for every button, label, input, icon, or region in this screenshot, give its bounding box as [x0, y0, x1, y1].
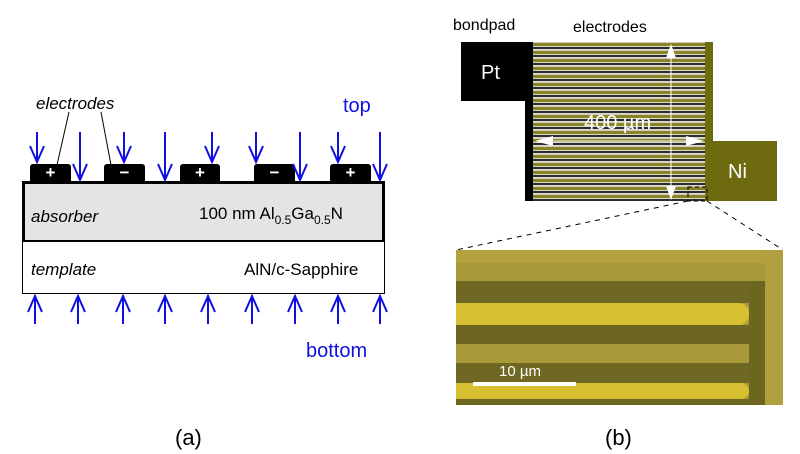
mg-band [456, 250, 766, 263]
electrode-3: + [180, 164, 220, 181]
absorber-material-prefix: 100 nm Al [199, 204, 275, 223]
arrow-up-icon [157, 293, 173, 324]
caption-a: (a) [175, 425, 202, 450]
mg-band [456, 344, 766, 363]
bondpad-label: bondpad [453, 17, 516, 34]
absorber-sub-2: 0.5 [313, 213, 331, 227]
absorber-material-mid: Ga [291, 204, 314, 223]
absorber-layer: absorber 100 nm Al0.5Ga0.5N [22, 181, 385, 242]
zoom-region-box [687, 186, 708, 202]
arrow-down-icon [372, 132, 388, 183]
arrow-down-icon [330, 132, 346, 165]
electrode-1: + [30, 164, 71, 181]
arrow-up-icon [115, 293, 131, 324]
zoom-projection-right [706, 200, 784, 251]
electrodes-label-b: electrodes [573, 19, 647, 36]
arrow-down-icon [157, 132, 173, 183]
mg-dark-gap [456, 363, 766, 383]
electrode-4: − [254, 164, 295, 181]
pt-label: Pt [481, 62, 500, 84]
dimension-label: 400 µm [584, 112, 652, 134]
arrowhead-right-icon [686, 136, 704, 146]
arrow-up-icon [200, 293, 216, 324]
arrow-down-icon [29, 132, 45, 165]
pt-bondpad: Pt [461, 42, 533, 101]
arrow-down-icon [204, 132, 220, 165]
ni-label: Ni [728, 161, 747, 183]
template-layer: template AlN/c-Sapphire [22, 242, 385, 294]
zoom-projection-left [455, 200, 689, 251]
mg-bus [765, 250, 783, 405]
mg-dark-gap-right [749, 281, 765, 405]
mg-band [456, 263, 766, 281]
ni-bondpad: Ni [713, 141, 777, 201]
arrow-up-icon [70, 293, 86, 324]
absorber-material: 100 nm Al0.5Ga0.5N [199, 204, 343, 226]
absorber-label: absorber [31, 207, 99, 226]
mg-dark-gap [456, 281, 766, 303]
ni-bus [705, 42, 713, 201]
arrow-down-icon [248, 132, 264, 165]
absorber-material-suffix: N [330, 204, 343, 223]
scale-bar-label: 10 µm [499, 363, 541, 380]
scale-bar [473, 382, 576, 386]
arrow-up-icon [330, 293, 346, 324]
interdigitated-fingers [533, 42, 705, 201]
arrow-down-icon [72, 132, 88, 183]
arrowhead-left-icon [535, 136, 553, 146]
mg-finger-bright [456, 303, 749, 325]
arrow-up-icon [244, 293, 260, 324]
template-material: AlN/c-Sapphire [244, 260, 359, 279]
top-label: top [343, 95, 371, 117]
arrow-up-icon [372, 293, 388, 324]
pt-bus [525, 42, 533, 201]
electrode-2: − [104, 164, 145, 181]
caption-b: (b) [605, 425, 632, 450]
micrograph-inset: 10 µm [456, 250, 783, 405]
bottom-label: bottom [306, 340, 368, 362]
mg-finger-bright [456, 383, 749, 399]
arrow-down-icon [116, 132, 132, 165]
arrow-up-icon [287, 293, 303, 324]
electrodes-label-a: electrodes [36, 94, 115, 113]
arrowhead-up-icon [666, 44, 676, 58]
absorber-sub-1: 0.5 [274, 213, 292, 227]
arrow-down-icon [292, 132, 308, 183]
arrowhead-down-icon [666, 186, 676, 200]
electrode-5: + [330, 164, 371, 181]
mg-dark-gap [456, 325, 766, 344]
arrow-up-icon [27, 293, 43, 324]
template-label: template [31, 260, 97, 279]
mg-dark-gap [456, 399, 766, 405]
